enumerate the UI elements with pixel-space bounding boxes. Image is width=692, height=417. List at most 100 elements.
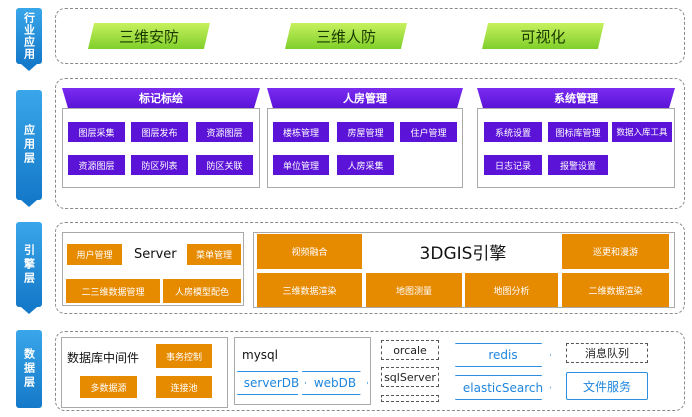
module-label: 房屋管理 [347,128,384,139]
module-button: 图标库管理 [548,122,608,142]
engine-button-label: 地图分析 [493,286,530,297]
redis-node: redis [455,343,551,367]
module-button: 住户管理 [400,122,457,142]
middleware-button: 事务控制 [156,344,212,368]
sqlserver-label: sqlServer [384,370,436,384]
module-button: 数据入库工具 [612,122,672,142]
module-label: 数据入库工具 [616,128,668,138]
engine-button-label: 用户管理 [76,251,113,261]
middleware-title: 数据库中间件 [67,347,155,367]
engine-button: 三维数据渲染 [257,273,362,307]
layer-tab-application: 应用层 [16,90,42,200]
module-label: 住户管理 [410,128,447,139]
server-title: Server [134,244,182,265]
module-label: 人房采集 [347,161,384,172]
middleware-button-label: 多数据源 [90,383,127,394]
engine-button: 菜单管理 [187,244,241,265]
mysql-title-text: mysql [242,348,278,362]
module-label: 单位管理 [282,161,319,172]
industry-app: 可视化 [482,23,604,49]
module-label: 资源图层 [78,161,115,172]
middleware-button: 多数据源 [80,376,137,398]
module-button: 房屋管理 [337,122,394,142]
group-title: 标记标绘 [139,92,183,105]
module-label: 楼栋管理 [282,128,319,139]
module-label: 日志记录 [494,161,531,172]
tab-arrow [21,200,37,207]
engine-button-label: 二维数据渲染 [588,286,643,297]
industry-app-label: 三维人防 [315,27,376,46]
group-title: 人房管理 [343,92,387,105]
layer-tab-data: 数据层 [16,330,42,408]
module-label: 报警设置 [559,161,596,172]
module-button: 人房采集 [337,155,394,175]
group-header: 系统管理 [477,88,675,108]
module-label: 系统设置 [494,128,531,139]
module-label: 图层采集 [78,128,115,139]
engine-button: 人房模型配色 [163,279,241,303]
module-label: 防区关联 [206,161,243,172]
layer-label: 引擎层 [22,243,36,286]
module-button: 系统设置 [484,122,542,142]
group-panel [477,108,675,188]
module-label: 资源图层 [206,128,243,139]
gis-title: 3DGIS引擎 [368,236,558,266]
engine-button: 二维数据渲染 [562,273,669,307]
module-button: 楼栋管理 [273,122,329,142]
layer-tab-industry: 行业应用 [16,8,42,64]
elasticsearch-node: elasticSearch [455,375,551,400]
engine-button-label: 地图测量 [395,286,432,297]
tab-arrow [21,64,37,71]
module-label: 图标库管理 [555,128,601,139]
orcale-label: orcale [393,343,427,357]
middleware-button-label: 事务控制 [165,352,202,363]
module-button: 日志记录 [484,155,542,175]
industry-app: 三维安防 [88,23,210,49]
engine-button: 地图测量 [366,273,462,307]
engine-button-label: 巡更和漫游 [592,248,638,258]
orcale-box: orcale [381,340,439,360]
middleware-title-text: 数据库中间件 [67,350,140,365]
sqlserver-box: sqlServer [381,367,439,387]
extra-db-box [381,395,439,402]
engine-button: 视频融合 [257,234,362,269]
mq-box: 消息队列 [566,343,648,363]
engine-button-label: 二三维数据管理 [81,287,145,298]
layer-label: 应用层 [22,124,36,166]
module-button: 图层发布 [131,122,188,142]
gis-title-text: 3DGIS引擎 [419,243,507,264]
group-panel [267,108,463,188]
module-button: 图层采集 [68,122,125,142]
server-title-text: Server [134,247,177,262]
group-panel [62,108,260,188]
group-header: 标记标绘 [62,88,260,108]
industry-app: 三维人防 [285,23,407,49]
middleware-button: 连接池 [156,376,212,398]
webdb-node: webDB [302,371,368,395]
elasticsearch-label: elasticSearch [462,380,544,395]
engine-button-label: 人房模型配色 [174,287,229,298]
engine-button-label: 菜单管理 [195,251,232,261]
module-button: 报警设置 [548,155,608,175]
engine-button: 地图分析 [465,273,558,307]
module-button: 防区列表 [131,155,188,175]
group-title: 系统管理 [554,92,598,105]
redis-label: redis [488,348,518,362]
group-header: 人房管理 [267,88,463,108]
industry-app-label: 三维安防 [118,27,179,46]
serverdb-label: serverDB [243,376,300,390]
layer-tab-engine: 引擎层 [16,222,42,307]
middleware-button-label: 连接池 [170,383,198,394]
module-label: 防区列表 [141,161,178,172]
tab-arrow [21,307,37,314]
layer-label: 数据层 [22,348,36,390]
mq-label: 消息队列 [585,347,629,360]
serverdb-node: serverDB [237,371,306,395]
webdb-label: webDB [313,376,357,390]
engine-button-label: 视频融合 [291,248,328,258]
engine-button-label: 三维数据渲染 [282,286,337,297]
module-label: 图层发布 [141,128,178,139]
layer-label: 行业应用 [22,12,36,60]
module-button: 资源图层 [68,155,125,175]
industry-app-label: 可视化 [520,27,566,46]
